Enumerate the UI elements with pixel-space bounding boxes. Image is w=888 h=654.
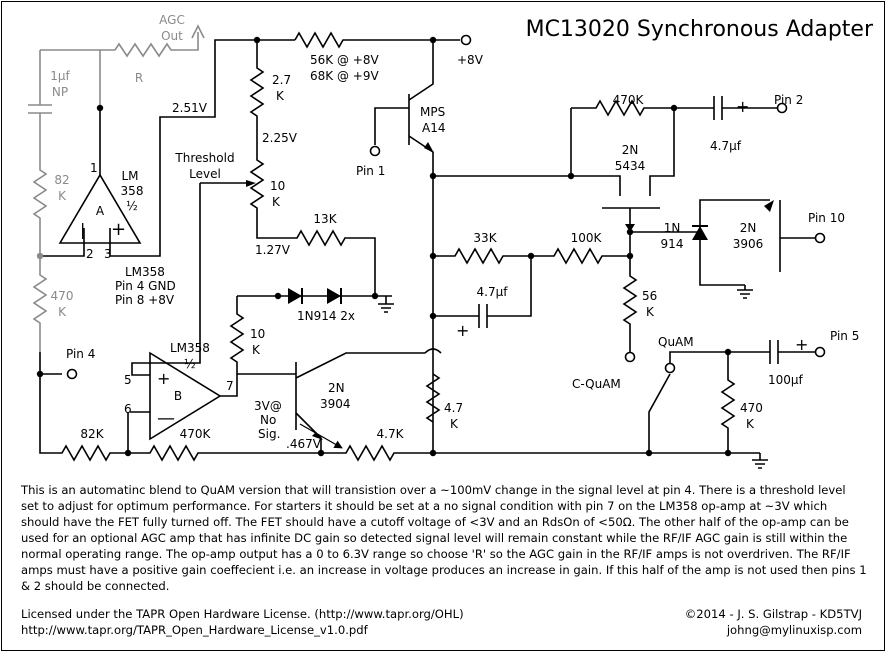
plus-sign-b: + xyxy=(157,369,170,388)
r10k-b-label: 10 xyxy=(250,327,265,341)
email-text: johng@mylinuxisp.com xyxy=(726,623,862,637)
q3904-label: 2N xyxy=(328,381,345,395)
r470k-fb-label: 470K xyxy=(613,93,645,107)
cap-1uf-label: 1μf xyxy=(50,69,70,83)
r47k-bot-label: 4.7K xyxy=(377,427,405,441)
opamp-b-label: B xyxy=(174,389,182,403)
diode1n914-part: 914 xyxy=(661,237,684,251)
r27k-unit: K xyxy=(276,89,285,103)
r470k-bot-label: 470K xyxy=(180,427,212,441)
r10k-pot-unit: K xyxy=(272,195,281,209)
r56-label: 56 xyxy=(642,289,657,303)
r10k-b-unit: K xyxy=(252,343,261,357)
component-labels: AGC Out 1μf NP R 82 K 470 K 2.51V A | + … xyxy=(50,13,859,451)
lm358-b-half: ½ xyxy=(184,357,196,371)
pin4-label: Pin 4 xyxy=(66,347,95,361)
v251-label: 2.51V xyxy=(172,101,208,115)
lm358-note-pin8: Pin 8 +8V xyxy=(115,293,175,307)
pin-num-6: 6 xyxy=(124,402,132,416)
cap100-label: 100μf xyxy=(768,373,804,387)
r82k-top-unit: K xyxy=(58,189,67,203)
license-text: Licensed under the TAPR Open Hardware Li… xyxy=(21,607,464,621)
lm358-top-half: ½ xyxy=(126,199,138,213)
r27k-label: 2.7 xyxy=(272,73,291,87)
r56-unit: K xyxy=(646,305,655,319)
pin5-label: Pin 5 xyxy=(830,329,859,343)
diodes-2x-label: 1N914 2x xyxy=(297,309,355,323)
lm358-note: LM358 xyxy=(125,265,165,279)
minus-sign: | xyxy=(80,220,85,239)
sig-label-2: No xyxy=(260,413,276,427)
components xyxy=(36,34,826,457)
r470-unit: K xyxy=(746,417,755,431)
r13k-label: 13K xyxy=(313,212,337,226)
sig-label: 3V@ xyxy=(254,399,282,413)
pin-num-7: 7 xyxy=(226,379,234,393)
sig-label-3: Sig. xyxy=(258,427,280,441)
threshold-label-2: Level xyxy=(189,167,221,181)
cap47-mid-label: 4.7μf xyxy=(477,285,509,299)
r33k-label: 33K xyxy=(473,231,497,245)
pin-num-5: 5 xyxy=(124,373,132,387)
pin10-label: Pin 10 xyxy=(808,211,845,225)
lm358-top-label: LM xyxy=(121,169,138,183)
quam-label: QuAM xyxy=(658,335,694,349)
v225-label: 2.25V xyxy=(262,131,298,145)
plus-sign-top: + xyxy=(736,97,749,116)
fet-part: 5434 xyxy=(615,159,646,173)
r68k-label: 68K @ +9V xyxy=(310,69,379,83)
copyright-text: ©2014 - J. S. Gilstrap - KD5TVJ xyxy=(684,607,862,621)
q3906-label: 2N xyxy=(740,221,757,235)
pin-num-1: 1 xyxy=(90,161,98,175)
diode1n914-label: 1N xyxy=(664,221,681,235)
cquam-label: C-QuAM xyxy=(572,377,621,391)
q3906-part: 3906 xyxy=(733,237,764,251)
agc-out-label-2: Out xyxy=(161,29,183,43)
lm358-top-num: 358 xyxy=(121,184,144,198)
r82k-top-label: 82 xyxy=(54,173,69,187)
mps-part: A14 xyxy=(422,121,445,135)
r56k-label: 56K @ +8V xyxy=(310,53,379,67)
r100k-label: 100K xyxy=(571,231,603,245)
plus-sign-mid: + xyxy=(456,321,469,340)
pin2-label: Pin 2 xyxy=(774,93,803,107)
fet-label: 2N xyxy=(622,143,639,157)
plus8v-label: +8V xyxy=(457,53,484,67)
lm358-note-pin4: Pin 4 GND xyxy=(115,279,176,293)
cap-np-label: NP xyxy=(52,85,68,99)
license-url: http://www.tapr.org/TAPR_Open_Hardware_L… xyxy=(21,623,368,637)
plus-sign-100: + xyxy=(795,335,808,354)
threshold-label: Threshold xyxy=(174,151,234,165)
v467-label: .467V xyxy=(286,437,322,451)
r10k-pot-label: 10 xyxy=(270,179,285,193)
v127-label: 1.27V xyxy=(255,243,291,257)
r47k-v-label: 4.7 xyxy=(444,401,463,415)
lm358-b-label: LM358 xyxy=(170,341,210,355)
r82k-bot-label: 82K xyxy=(80,427,104,441)
r470k-left-unit: K xyxy=(58,305,67,319)
cap47-top-label: 4.7μf xyxy=(710,139,742,153)
r-label: R xyxy=(135,71,143,85)
r470k-left-label: 470 xyxy=(51,289,74,303)
r470-label: 470 xyxy=(740,401,763,415)
pin-num-3: 3 xyxy=(104,247,112,261)
plus-sign: + xyxy=(111,219,126,240)
wires xyxy=(28,24,816,462)
pin1-label: Pin 1 xyxy=(356,164,385,178)
pin-num-2: 2 xyxy=(86,247,94,261)
agc-out-label: AGC xyxy=(159,13,185,27)
description-text: This is an automatinc blend to QuAM vers… xyxy=(21,483,867,593)
minus-sign-b: — xyxy=(157,408,175,429)
ground-icons xyxy=(375,285,768,469)
mps-label: MPS xyxy=(420,105,445,119)
opamp-a-label: A xyxy=(96,204,105,218)
diagram-title: MC13020 Synchronous Adapter xyxy=(526,17,874,42)
r47k-v-unit: K xyxy=(450,417,459,431)
q3904-part: 3904 xyxy=(320,397,351,411)
